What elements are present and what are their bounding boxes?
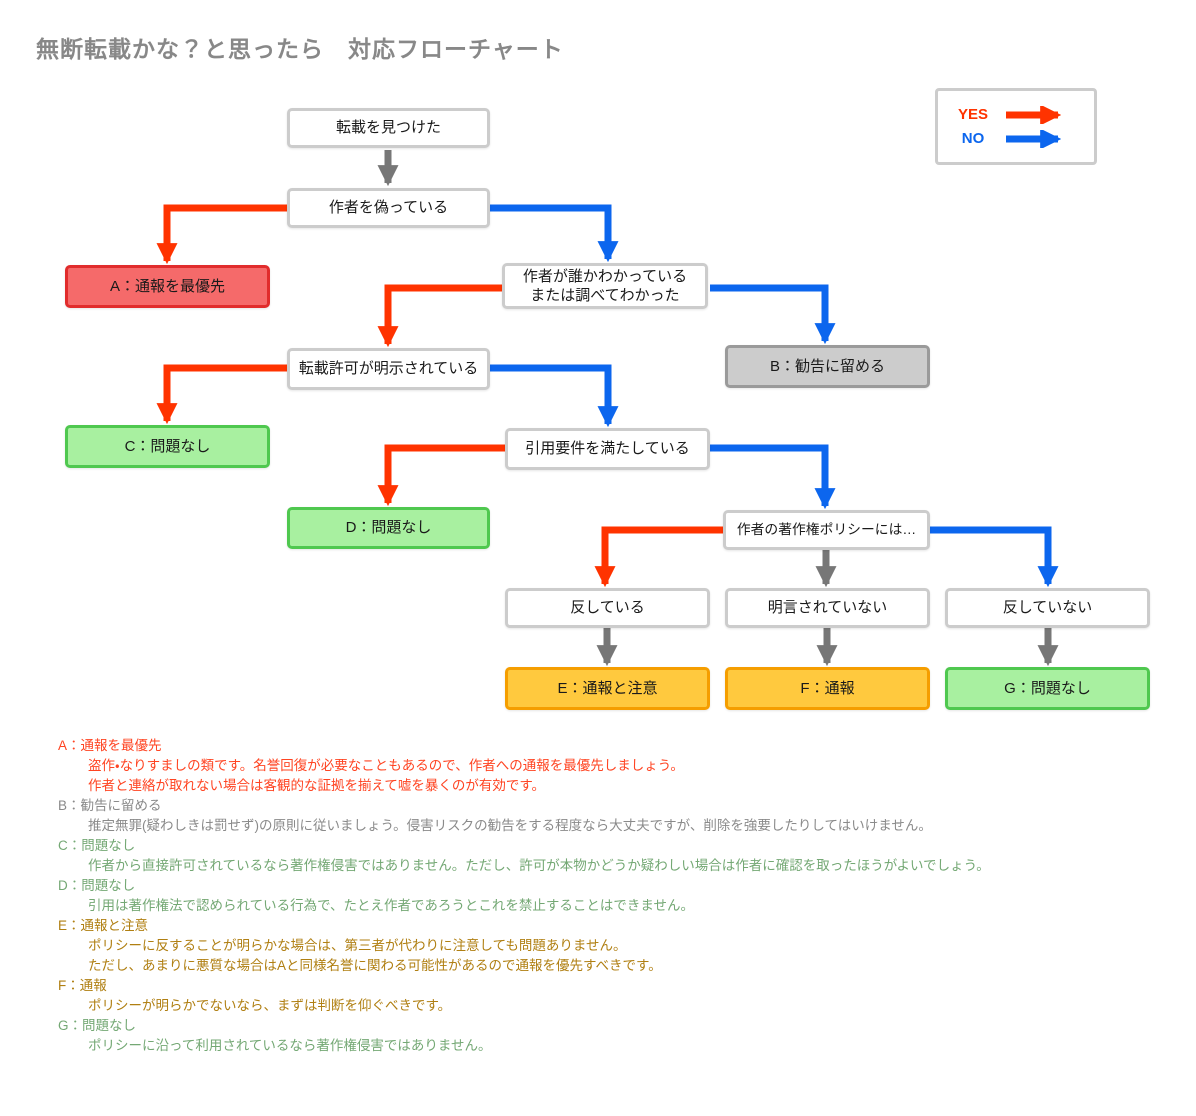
note-heading-d: D：問題なし	[58, 878, 136, 893]
node-question-policy: 作者の著作権ポリシーには…	[723, 510, 930, 550]
node-result-c: C：問題なし	[65, 425, 270, 468]
edge-no-impersonation-to-authorknown	[490, 204, 619, 263]
edge-no-permission-to-quotation	[490, 364, 619, 428]
node-result-b: B：勧告に留める	[725, 345, 930, 388]
node-result-g: G：問題なし	[945, 667, 1150, 710]
note-line: ただし、あまりに悪質な場合はAと同様名誉に関わる可能性があるので通報を優先すべき…	[88, 958, 662, 973]
note-heading-g: G：問題なし	[58, 1018, 137, 1033]
node-start: 転載を見つけた	[287, 108, 490, 148]
note-line: 作者と連絡が取れない場合は客観的な証拠を揃えて嘘を暴くのが有効です。	[88, 778, 545, 793]
edge-no-policy-to-notviolates	[930, 526, 1059, 588]
yes-arrow-icon	[1006, 105, 1062, 124]
node-cond-unstated: 明言されていない	[725, 588, 930, 628]
note-heading-a: A：通報を最優先	[58, 738, 162, 753]
note-heading-f: F：通報	[58, 978, 107, 993]
note-line: 盗作・なりすましの類です。名誉回復が必要なこともあるので、作者への通報を最優先し…	[88, 758, 684, 773]
edge-yes-authorknown-to-permission	[377, 284, 502, 348]
note-line: 作者から直接許可されているなら著作権侵害ではありません。ただし、許可が本物かどう…	[88, 858, 990, 873]
note-heading-b: B：勧告に留める	[58, 798, 162, 813]
no-arrow-icon	[1006, 129, 1062, 148]
notes-section: A：通報を最優先 盗作・なりすましの類です。名誉回復が必要なこともあるので、作者…	[58, 736, 1188, 1056]
note-heading-c: C：問題なし	[58, 838, 136, 853]
node-question-author-known: 作者が誰かわかっている または調べてわかった	[502, 263, 708, 309]
legend-yes-label: YES	[957, 106, 988, 123]
note-line: 引用は著作権法で認められている行為で、たとえ作者であろうとこれを禁止することはで…	[88, 898, 695, 913]
node-result-a: A：通報を最優先	[65, 265, 270, 308]
legend-yes-row: YES	[952, 105, 1086, 124]
page-title: 無断転載かな？と思ったら 対応フローチャート	[36, 36, 564, 62]
edge-yes-impersonation-to-a	[156, 204, 287, 265]
note-heading-e: E：通報と注意	[58, 918, 149, 933]
edge-yes-quotation-to-d	[377, 444, 505, 507]
node-cond-not-violates: 反していない	[945, 588, 1150, 628]
note-line: ポリシーが明らかでないなら、まずは判断を仰ぐべきです。	[88, 998, 452, 1013]
edge-yes-permission-to-c	[156, 364, 287, 425]
edge-no-quotation-to-policy	[710, 444, 836, 510]
node-result-d: D：問題なし	[287, 507, 490, 549]
legend-box: YES NO	[935, 88, 1097, 165]
legend-no-row: NO	[952, 129, 1086, 148]
legend-no-label: NO	[961, 130, 985, 147]
node-result-e: E：通報と注意	[505, 667, 710, 710]
node-result-f: F：通報	[725, 667, 930, 710]
edge-yes-policy-to-violates	[594, 526, 723, 588]
note-line: 推定無罪(疑わしきは罰せず)の原則に従いましょう。侵害リスクの勧告をする程度なら…	[88, 818, 932, 833]
node-cond-violates: 反している	[505, 588, 710, 628]
node-question-permission: 転載許可が明示されている	[287, 348, 490, 390]
note-line: ポリシーに沿って利用されているなら著作権侵害ではありません。	[88, 1038, 492, 1053]
node-question-quotation: 引用要件を満たしている	[505, 428, 710, 470]
note-line: ポリシーに反することが明らかな場合は、第三者が代わりに注意しても問題ありません。	[88, 938, 627, 953]
edge-no-authorknown-to-b	[710, 284, 836, 345]
node-question-impersonation: 作者を偽っている	[287, 188, 490, 228]
